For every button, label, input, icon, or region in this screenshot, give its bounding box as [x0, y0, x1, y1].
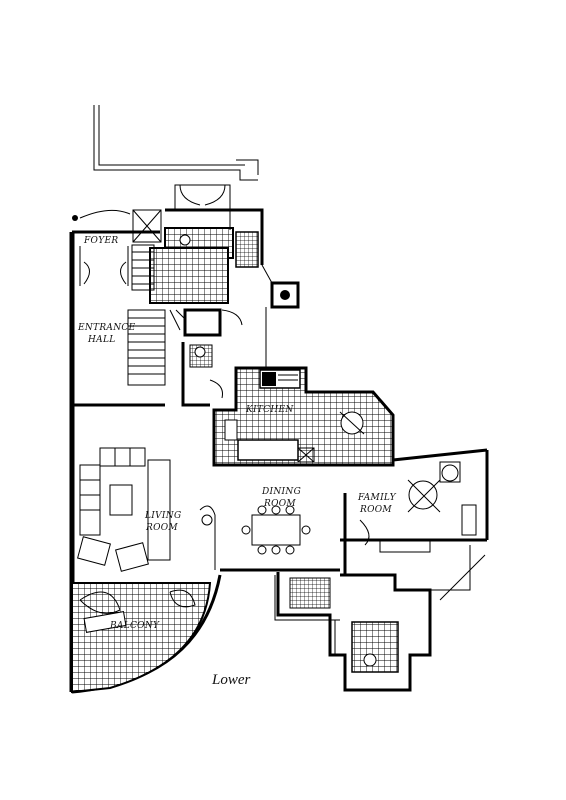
foyer-area: [72, 209, 162, 286]
entry-corridor: [93, 105, 259, 181]
corridor: [181, 308, 243, 407]
family-furniture: [343, 461, 477, 575]
living-room-label-line2: ROOM: [145, 523, 178, 533]
kitchen-label: KITCHEN: [245, 405, 294, 415]
dining-room-label-line2: ROOM: [263, 499, 296, 509]
entrance-stair: [72, 309, 187, 407]
dining-table: [241, 505, 311, 555]
laundry-tiles: [149, 247, 229, 304]
entrance-hall-label-line2: HALL: [87, 335, 116, 345]
family-room-label-line1: FAMILY: [357, 493, 397, 503]
living-room-label-line1: LIVING: [144, 511, 181, 521]
level-caption: Lower: [211, 672, 251, 688]
entrance-hall-label-line1: ENTRANCE: [77, 323, 136, 333]
kitchen-area: [212, 366, 395, 467]
family-room-label-line2: ROOM: [359, 505, 392, 515]
balcony-area: [71, 582, 212, 694]
lower-bathroom: [289, 577, 399, 673]
living-furniture: [77, 447, 216, 572]
lift-shaft: [261, 264, 300, 372]
foyer-label: FOYER: [83, 236, 118, 246]
dining-room-label-line1: DINING: [261, 487, 301, 497]
balcony-label: BALCONY: [109, 621, 160, 631]
